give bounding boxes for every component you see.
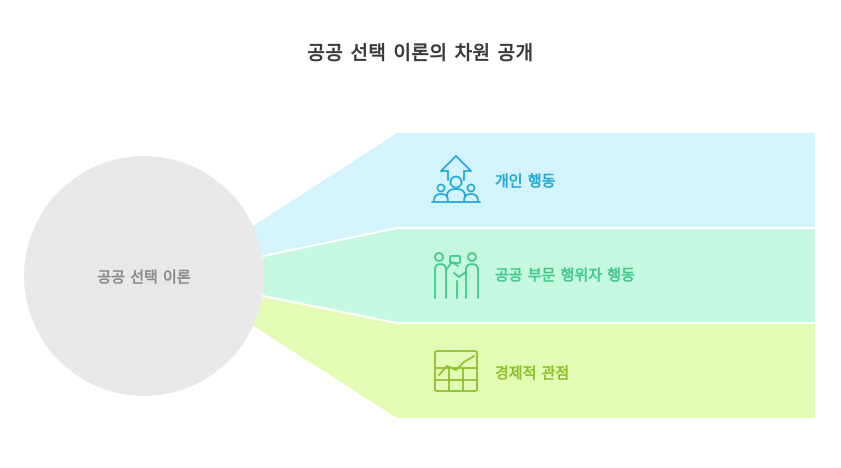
family-home-arrow-icon [431, 155, 481, 203]
branch-label-public-sector: 공공 부문 행위자 행동 [495, 266, 635, 284]
band-divider-bottom [262, 295, 815, 324]
branch-band-public-sector [263, 228, 815, 323]
branch-label-individual: 개인 행동 [495, 172, 556, 190]
center-circle [24, 156, 264, 396]
band-divider-top [262, 227, 815, 257]
growth-chart-icon [434, 350, 478, 392]
branch-label-economic: 경제적 관점 [495, 364, 569, 382]
diagram-title: 공공 선택 이론의 차원 공개 [307, 42, 534, 64]
branch-band-economic [250, 296, 815, 418]
branch-band-individual [250, 133, 815, 256]
center-label: 공공 선택 이론 [97, 268, 190, 286]
people-exchange-icon [434, 252, 479, 299]
